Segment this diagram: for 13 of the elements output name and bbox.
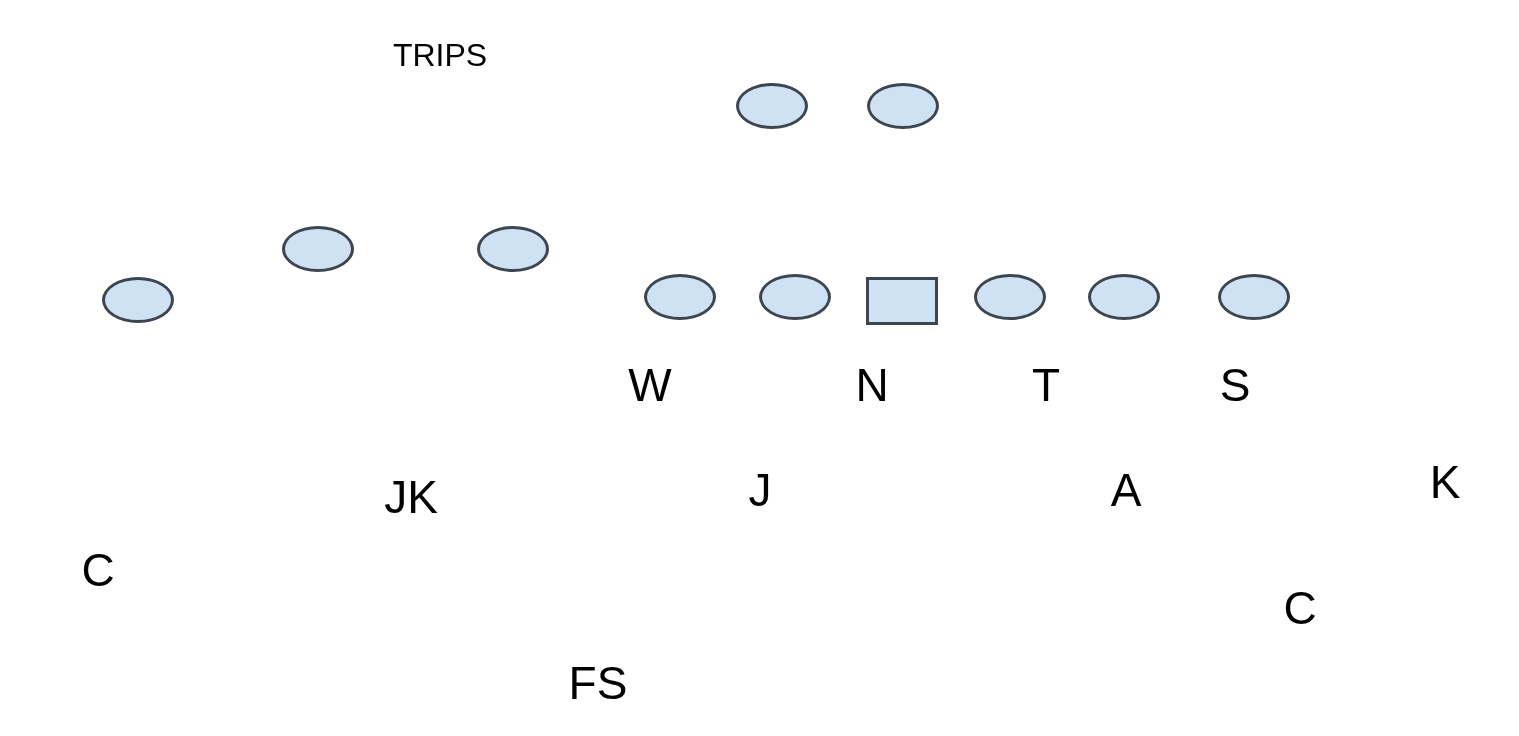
position-label: K bbox=[1429, 459, 1461, 505]
position-label: W bbox=[628, 362, 672, 408]
position-label: C bbox=[1283, 585, 1317, 631]
position-label: J bbox=[748, 467, 772, 513]
position-label: A bbox=[1110, 467, 1142, 513]
position-label: FS bbox=[568, 660, 628, 706]
position-label: C bbox=[81, 547, 115, 593]
formation-label: TRIPS bbox=[392, 39, 488, 71]
position-label: T bbox=[1031, 362, 1061, 408]
position-label: JK bbox=[384, 474, 438, 520]
position-label: S bbox=[1219, 362, 1251, 408]
position-label: N bbox=[855, 362, 889, 408]
center-square bbox=[866, 277, 938, 325]
